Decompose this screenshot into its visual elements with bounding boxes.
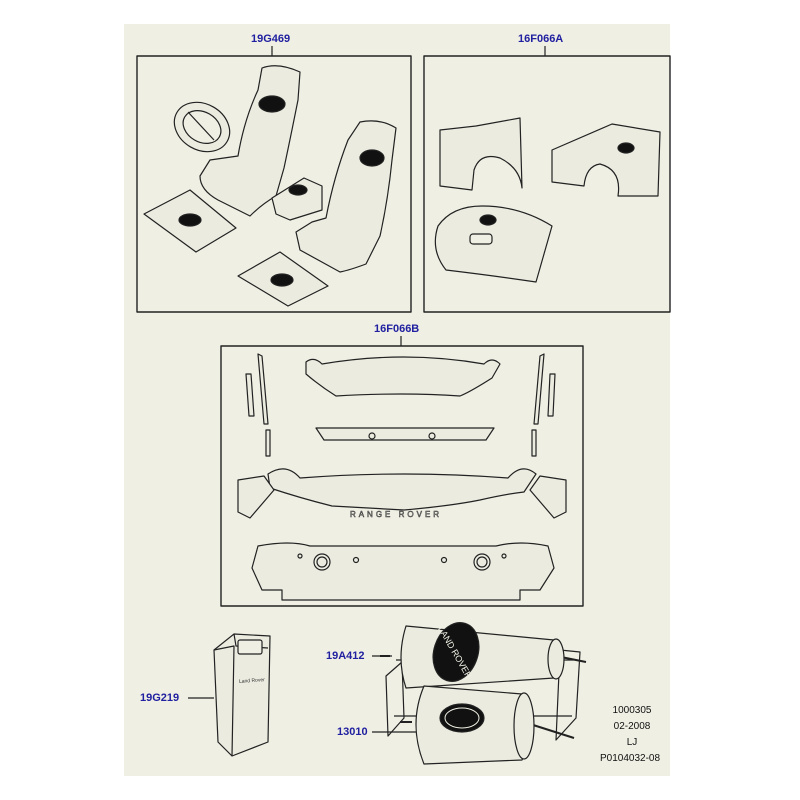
tailgate-strip-film <box>315 427 495 441</box>
callout-body-protection[interactable]: 16F066B <box>374 323 420 335</box>
floor-mat-cover-left <box>143 189 237 253</box>
land-rover-badge <box>479 214 497 226</box>
windscreen-header-film <box>305 356 501 397</box>
panel-body-protection <box>220 345 584 607</box>
land-rover-badge <box>432 622 480 682</box>
land-rover-badge <box>270 273 294 287</box>
land-rover-badge <box>288 184 308 196</box>
roll-stand <box>380 649 587 741</box>
armrest-cover <box>271 177 323 221</box>
side-strips-left <box>245 353 271 457</box>
front-seat-cover-left <box>199 65 301 217</box>
callout-roll-lower[interactable]: 13010 <box>337 726 368 738</box>
side-strips-right <box>531 353 556 457</box>
reference-initials: LJ <box>626 737 638 748</box>
reference-date: 02-2008 <box>613 721 651 732</box>
land-rover-badge <box>178 213 202 227</box>
reference-code: 1000305 <box>612 705 652 716</box>
land-rover-badge <box>258 95 286 113</box>
front-seat-cover-right <box>295 120 397 273</box>
callout-seat-covers[interactable]: 19G469 <box>251 33 291 45</box>
bonnet-cover <box>434 205 553 283</box>
land-rover-badge <box>617 142 635 154</box>
bumper-lettering: RANGE ROVER <box>350 510 442 519</box>
cleaning-kit-box: Land Rover <box>213 633 271 757</box>
wing-cover-right <box>551 123 661 197</box>
steering-wheel-cover <box>173 101 231 153</box>
callout-wing-covers[interactable]: 16F066A <box>518 33 564 45</box>
land-rover-badge <box>359 149 385 167</box>
callout-cleaning-kit[interactable]: 19G219 <box>140 692 180 704</box>
land-rover-badge <box>439 703 485 733</box>
rear-bumper-film <box>251 542 555 601</box>
front-bumper-film: RANGE ROVER <box>237 468 567 519</box>
film-roll-upper: LAND ROVER <box>400 622 565 689</box>
film-roll-lower <box>415 685 535 765</box>
floor-mat-cover-right <box>237 251 329 307</box>
kit-label: Land Rover <box>239 677 266 685</box>
reference-illustration-id: P0104032-08 <box>599 753 661 764</box>
panel-wing-covers <box>423 55 671 313</box>
panel-seat-covers <box>136 55 412 313</box>
wing-cover-left <box>439 117 523 191</box>
callout-roll-upper[interactable]: 19A412 <box>326 650 365 662</box>
